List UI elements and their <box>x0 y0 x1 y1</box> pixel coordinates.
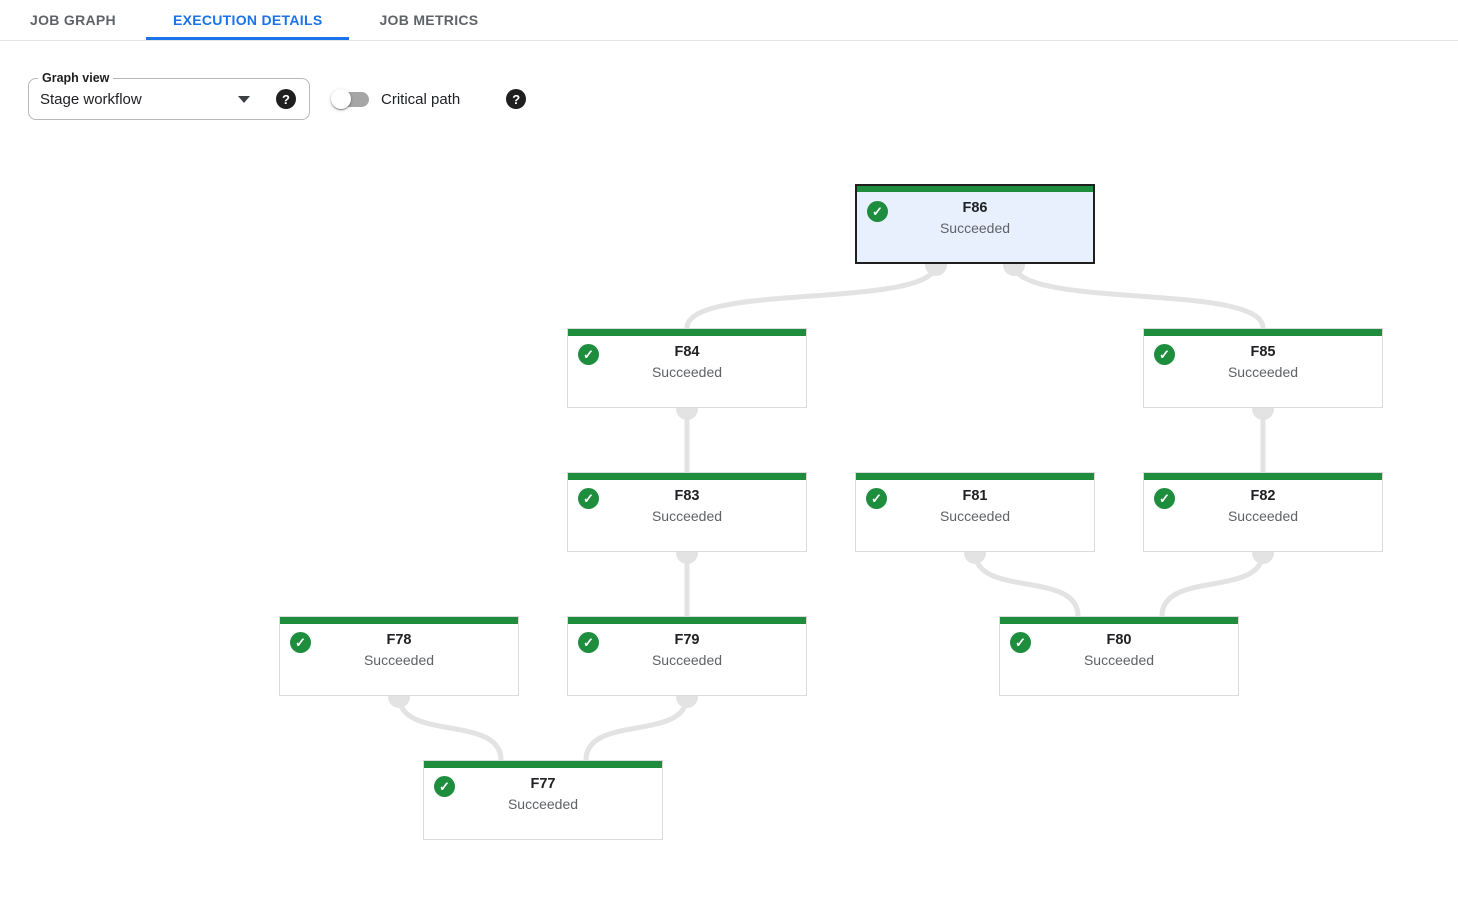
toggle-thumb <box>331 88 351 109</box>
stage-title: F83 <box>674 488 700 504</box>
check-circle-icon: ✓ <box>578 488 599 509</box>
stage-status: Succeeded <box>939 508 1011 524</box>
graph-view-select[interactable]: Graph view Stage workflow ? <box>28 70 310 120</box>
check-circle-icon: ✓ <box>434 776 455 797</box>
status-bar <box>568 473 806 480</box>
check-circle-icon: ✓ <box>867 201 888 222</box>
status-bar <box>280 617 518 624</box>
stage-status: Succeeded <box>651 508 723 524</box>
tab-execution-details[interactable]: EXECUTION DETAILS <box>145 0 350 40</box>
graph-view-label: Graph view <box>38 70 114 87</box>
edge-F86-F85 <box>1011 263 1266 329</box>
graph-view-help-icon[interactable]: ? <box>276 89 296 109</box>
stage-status: Succeeded <box>651 364 723 380</box>
check-circle-icon: ✓ <box>290 632 311 653</box>
status-bar <box>568 329 806 336</box>
stage-status: Succeeded <box>1227 364 1299 380</box>
critical-path-label: Critical path <box>381 90 461 108</box>
graph-controls: Graph view Stage workflow ? Critical pat… <box>28 70 527 120</box>
stage-status: Succeeded <box>651 652 723 668</box>
tab-label: JOB METRICS <box>379 12 479 28</box>
stage-status: Succeeded <box>363 652 435 668</box>
check-circle-icon: ✓ <box>1010 632 1031 653</box>
check-circle-icon: ✓ <box>578 632 599 653</box>
chevron-down-icon <box>238 95 250 103</box>
tab-job-graph[interactable]: JOB GRAPH <box>3 0 143 40</box>
check-circle-icon: ✓ <box>1154 344 1175 365</box>
status-bar <box>568 617 806 624</box>
stage-status: Succeeded <box>507 796 579 812</box>
stage-status: Succeeded <box>1083 652 1155 668</box>
status-bar <box>856 473 1094 480</box>
edge-F82-F80 <box>1159 551 1266 617</box>
graph-view-value: Stage workflow <box>40 90 142 108</box>
status-bar <box>1000 617 1238 624</box>
stage-status: Succeeded <box>939 220 1011 236</box>
status-bar <box>1144 473 1382 480</box>
critical-path-toggle[interactable] <box>331 88 369 109</box>
critical-path-control: Critical path ? <box>331 88 527 109</box>
check-circle-icon: ✓ <box>866 488 887 509</box>
stage-title: F77 <box>530 776 556 792</box>
stage-status: Succeeded <box>1227 508 1299 524</box>
stage-title: F84 <box>674 344 700 360</box>
tab-label: JOB GRAPH <box>30 12 116 28</box>
status-bar <box>424 761 662 768</box>
check-circle-icon: ✓ <box>578 344 599 365</box>
tab-job-metrics[interactable]: JOB METRICS <box>352 0 505 40</box>
stage-title: F81 <box>962 488 988 504</box>
tab-bar: JOB GRAPH EXECUTION DETAILS JOB METRICS <box>0 0 1458 41</box>
check-circle-icon: ✓ <box>1154 488 1175 509</box>
edge-F81-F80 <box>972 551 1081 617</box>
stage-title: F79 <box>674 632 700 648</box>
stage-title: F86 <box>962 200 988 216</box>
stage-title: F82 <box>1250 488 1276 504</box>
stage-title: F85 <box>1250 344 1276 360</box>
edge-F79-F77 <box>583 695 690 761</box>
status-bar <box>1144 329 1382 336</box>
tab-label: EXECUTION DETAILS <box>172 12 323 28</box>
edge-F78-F77 <box>396 695 504 761</box>
stage-title: F78 <box>386 632 412 648</box>
critical-path-help-icon[interactable]: ? <box>506 89 527 109</box>
stage-title: F80 <box>1106 632 1132 648</box>
edge-F86-F84 <box>684 263 939 329</box>
status-bar <box>857 186 1093 192</box>
